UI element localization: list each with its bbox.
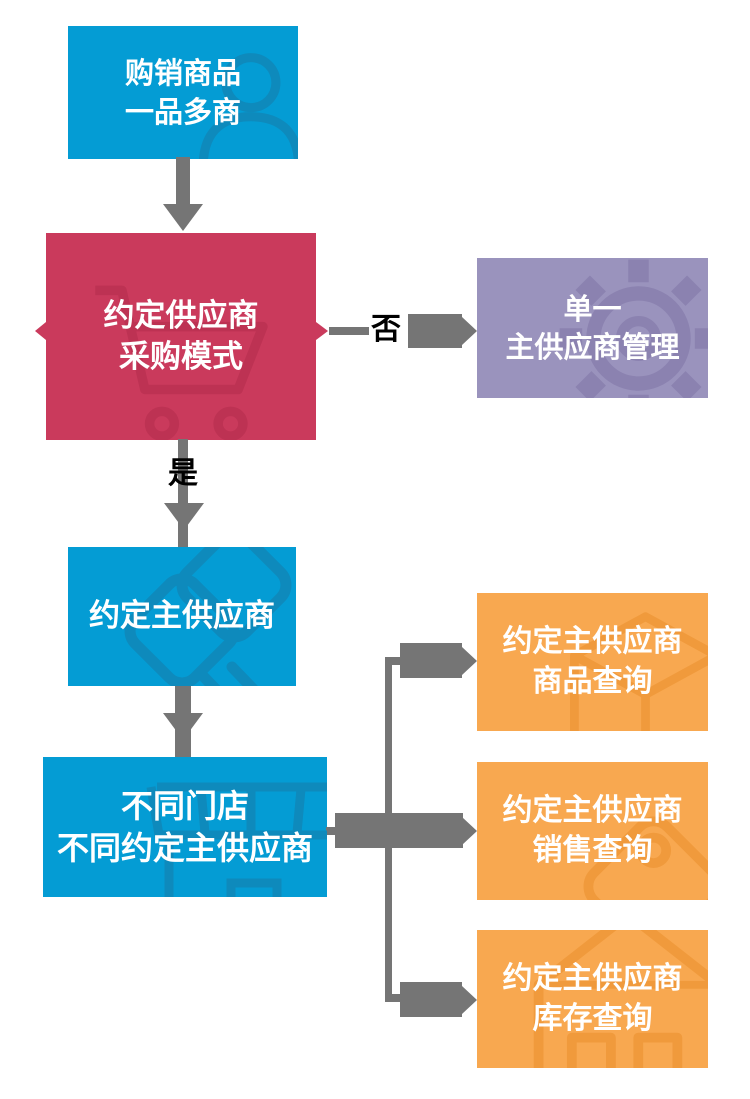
edge-no-label: 否 [371, 312, 401, 347]
node-label-line: 约定主供应商 [502, 961, 683, 997]
handshake-icon [124, 547, 292, 686]
node-single-main-supplier-mgmt: 单一 主供应商管理 [477, 258, 708, 398]
node-label-line: 单一 [563, 291, 622, 326]
branch-trunk-line [385, 659, 392, 1000]
node-label-line: 购销商品 [124, 56, 241, 91]
node-label: 约定主供应商 商品查询 [503, 622, 683, 701]
branch-top-bar [400, 643, 462, 678]
red-node-right-pointer [316, 322, 328, 340]
edge-no-thick-bar [408, 314, 462, 348]
arrow-down-1-stem [176, 157, 190, 205]
edge-yes-line [178, 439, 188, 547]
store-icon [146, 782, 327, 897]
tag-icon [583, 816, 708, 900]
node-label-line: 采购模式 [119, 338, 243, 375]
node-label-line: 商品查询 [532, 664, 653, 699]
node-purchase-sale-goods: 购销商品 一品多商 [68, 26, 298, 159]
node-label: 不同门店 不同约定主供应商 [57, 785, 313, 869]
branch-bottom-bar [400, 982, 462, 1017]
node-label: 单一 主供应商管理 [505, 290, 679, 367]
branch-bottom-arrowhead [462, 986, 477, 1014]
node-label: 约定主供应商 销售查询 [503, 791, 683, 870]
branch-middle-bar [335, 813, 463, 848]
node-agreed-supplier-purchase-mode: 约定供应商 采购模式 [46, 233, 316, 440]
node-label-line: 库存查询 [532, 1001, 653, 1036]
red-node-left-pointer [35, 322, 46, 340]
node-goods-query: 约定主供应商 商品查询 [477, 593, 708, 731]
node-agreed-main-supplier: 约定主供应商 [68, 547, 296, 686]
node-label-line: 约定主供应商 [89, 598, 275, 635]
edge-yes-arrowhead [164, 503, 204, 530]
warehouse-icon [533, 930, 708, 1068]
package-icon [570, 612, 708, 731]
node-label-line: 不同门店 [120, 786, 249, 825]
node-sales-query: 约定主供应商 销售查询 [477, 762, 708, 900]
node-label-line: 约定主供应商 [502, 793, 683, 829]
branch-top-arrowhead [462, 647, 477, 675]
edge-no-line [329, 327, 369, 335]
node-label: 约定主供应商 [89, 596, 275, 637]
node-label-line: 一品多商 [124, 94, 241, 129]
node-label: 约定供应商 采购模式 [104, 296, 259, 378]
branch-top-connector [385, 657, 402, 665]
node-label-line: 销售查询 [532, 833, 653, 868]
branch-bottom-connector [385, 994, 402, 1002]
gear-icon [559, 259, 708, 398]
node-label-line: 约定主供应商 [502, 624, 683, 660]
node-stock-query: 约定主供应商 库存查询 [477, 930, 708, 1068]
node-label: 购销商品 一品多商 [125, 54, 241, 131]
node-label-line: 主供应商管理 [505, 330, 680, 364]
edge-no-arrowhead [462, 317, 477, 345]
edge-yes-label: 是 [168, 456, 198, 491]
arrow-down-3-head [163, 713, 203, 740]
branch-tail-line [326, 827, 337, 835]
person-icon [199, 53, 298, 159]
node-label: 约定主供应商 库存查询 [503, 959, 683, 1038]
branch-middle-arrowhead [462, 817, 477, 845]
node-label-line: 约定供应商 [103, 297, 259, 334]
node-label-line: 不同约定主供应商 [56, 829, 313, 867]
cart-icon [95, 285, 268, 440]
arrow-down-1-head [163, 204, 203, 231]
node-diff-store-diff-main-supplier: 不同门店 不同约定主供应商 [43, 757, 327, 897]
